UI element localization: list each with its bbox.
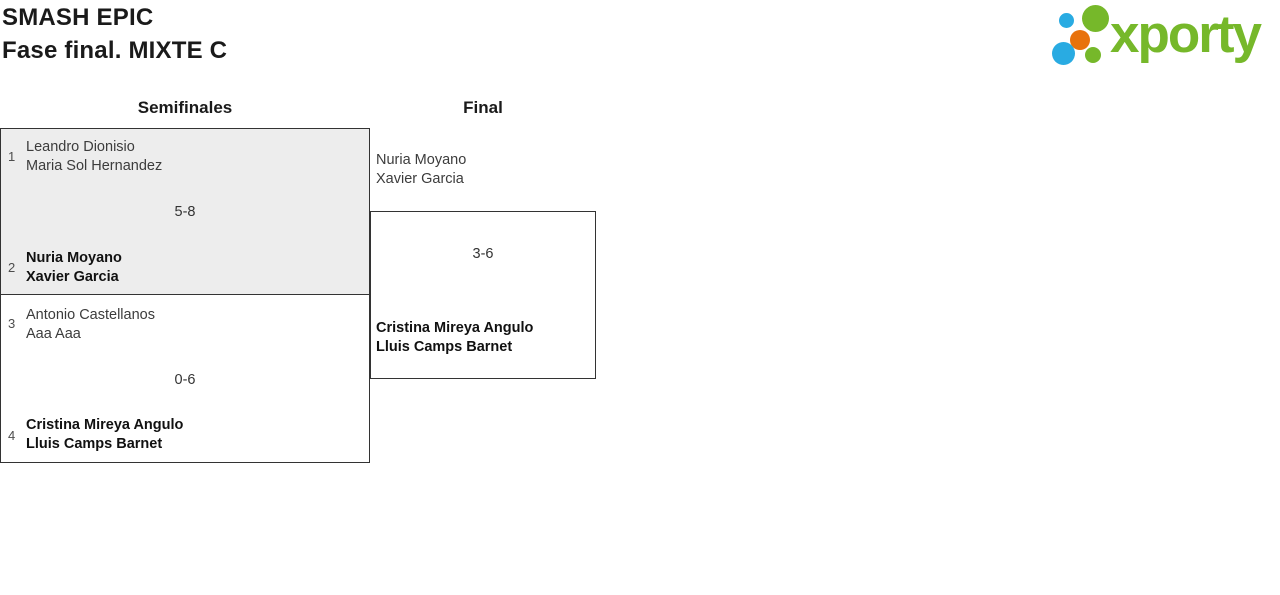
page-title: SMASH EPIC Fase final. MIXTE C (2, 1, 227, 67)
team-sf2-cristina-lluis[interactable]: Cristina Mireya Angulo Lluis Camps Barne… (26, 416, 183, 454)
round-header-final: Final (463, 98, 503, 117)
player-name: Cristina Mireya Angulo (26, 417, 184, 433)
logo-dot-green-small-icon (1085, 47, 1101, 63)
match-box-final (370, 211, 596, 379)
seed-number: 3 (8, 316, 16, 331)
round-header-semifinals: Semifinales (137, 98, 233, 117)
match-box-semifinal-2 (0, 294, 370, 463)
tournament-name: SMASH EPIC (2, 4, 154, 31)
team-sf1-leandro-maria[interactable]: Leandro Dionisio Maria Sol Hernandez (26, 138, 162, 176)
player-name: Xavier Garcia (376, 171, 464, 187)
team-sf1-nuria-xavier[interactable]: Nuria Moyano Xavier Garcia (26, 249, 122, 287)
match-score-final: 3-6 (472, 246, 494, 262)
team-final-nuria-xavier[interactable]: Nuria Moyano Xavier Garcia (376, 151, 466, 189)
logo-dot-orange-icon (1070, 30, 1090, 50)
match-score-semifinal-1: 5-8 (174, 204, 196, 220)
logo-wordmark: xporty (1110, 5, 1262, 64)
team-sf2-antonio-aaa[interactable]: Antonio Castellanos Aaa Aaa (26, 306, 155, 344)
logo-dot-blue-large-icon (1052, 42, 1075, 65)
player-name: Leandro Dionisio (26, 139, 135, 155)
seed-number: 2 (8, 260, 16, 275)
player-name: Maria Sol Hernandez (26, 158, 163, 174)
player-name: Xavier Garcia (26, 269, 119, 285)
player-name: Aaa Aaa (26, 326, 81, 342)
player-name: Lluis Camps Barnet (376, 339, 513, 355)
player-name: Antonio Castellanos (26, 307, 155, 323)
player-name: Cristina Mireya Angulo (376, 320, 534, 336)
player-name: Nuria Moyano (376, 152, 467, 168)
team-final-cristina-lluis[interactable]: Cristina Mireya Angulo Lluis Camps Barne… (376, 319, 533, 357)
seed-number: 4 (8, 428, 16, 443)
match-score-semifinal-2: 0-6 (174, 372, 196, 388)
xporty-logo[interactable]: xporty (1048, 3, 1280, 71)
player-name: Nuria Moyano (26, 250, 122, 266)
player-name: Lluis Camps Barnet (26, 436, 163, 452)
logo-dot-blue-small-icon (1059, 13, 1074, 28)
seed-number: 1 (8, 149, 16, 164)
match-box-semifinal-1 (0, 128, 370, 295)
logo-dot-green-large-icon (1082, 5, 1109, 32)
phase-category-subtitle: Fase final. MIXTE C (2, 37, 228, 64)
